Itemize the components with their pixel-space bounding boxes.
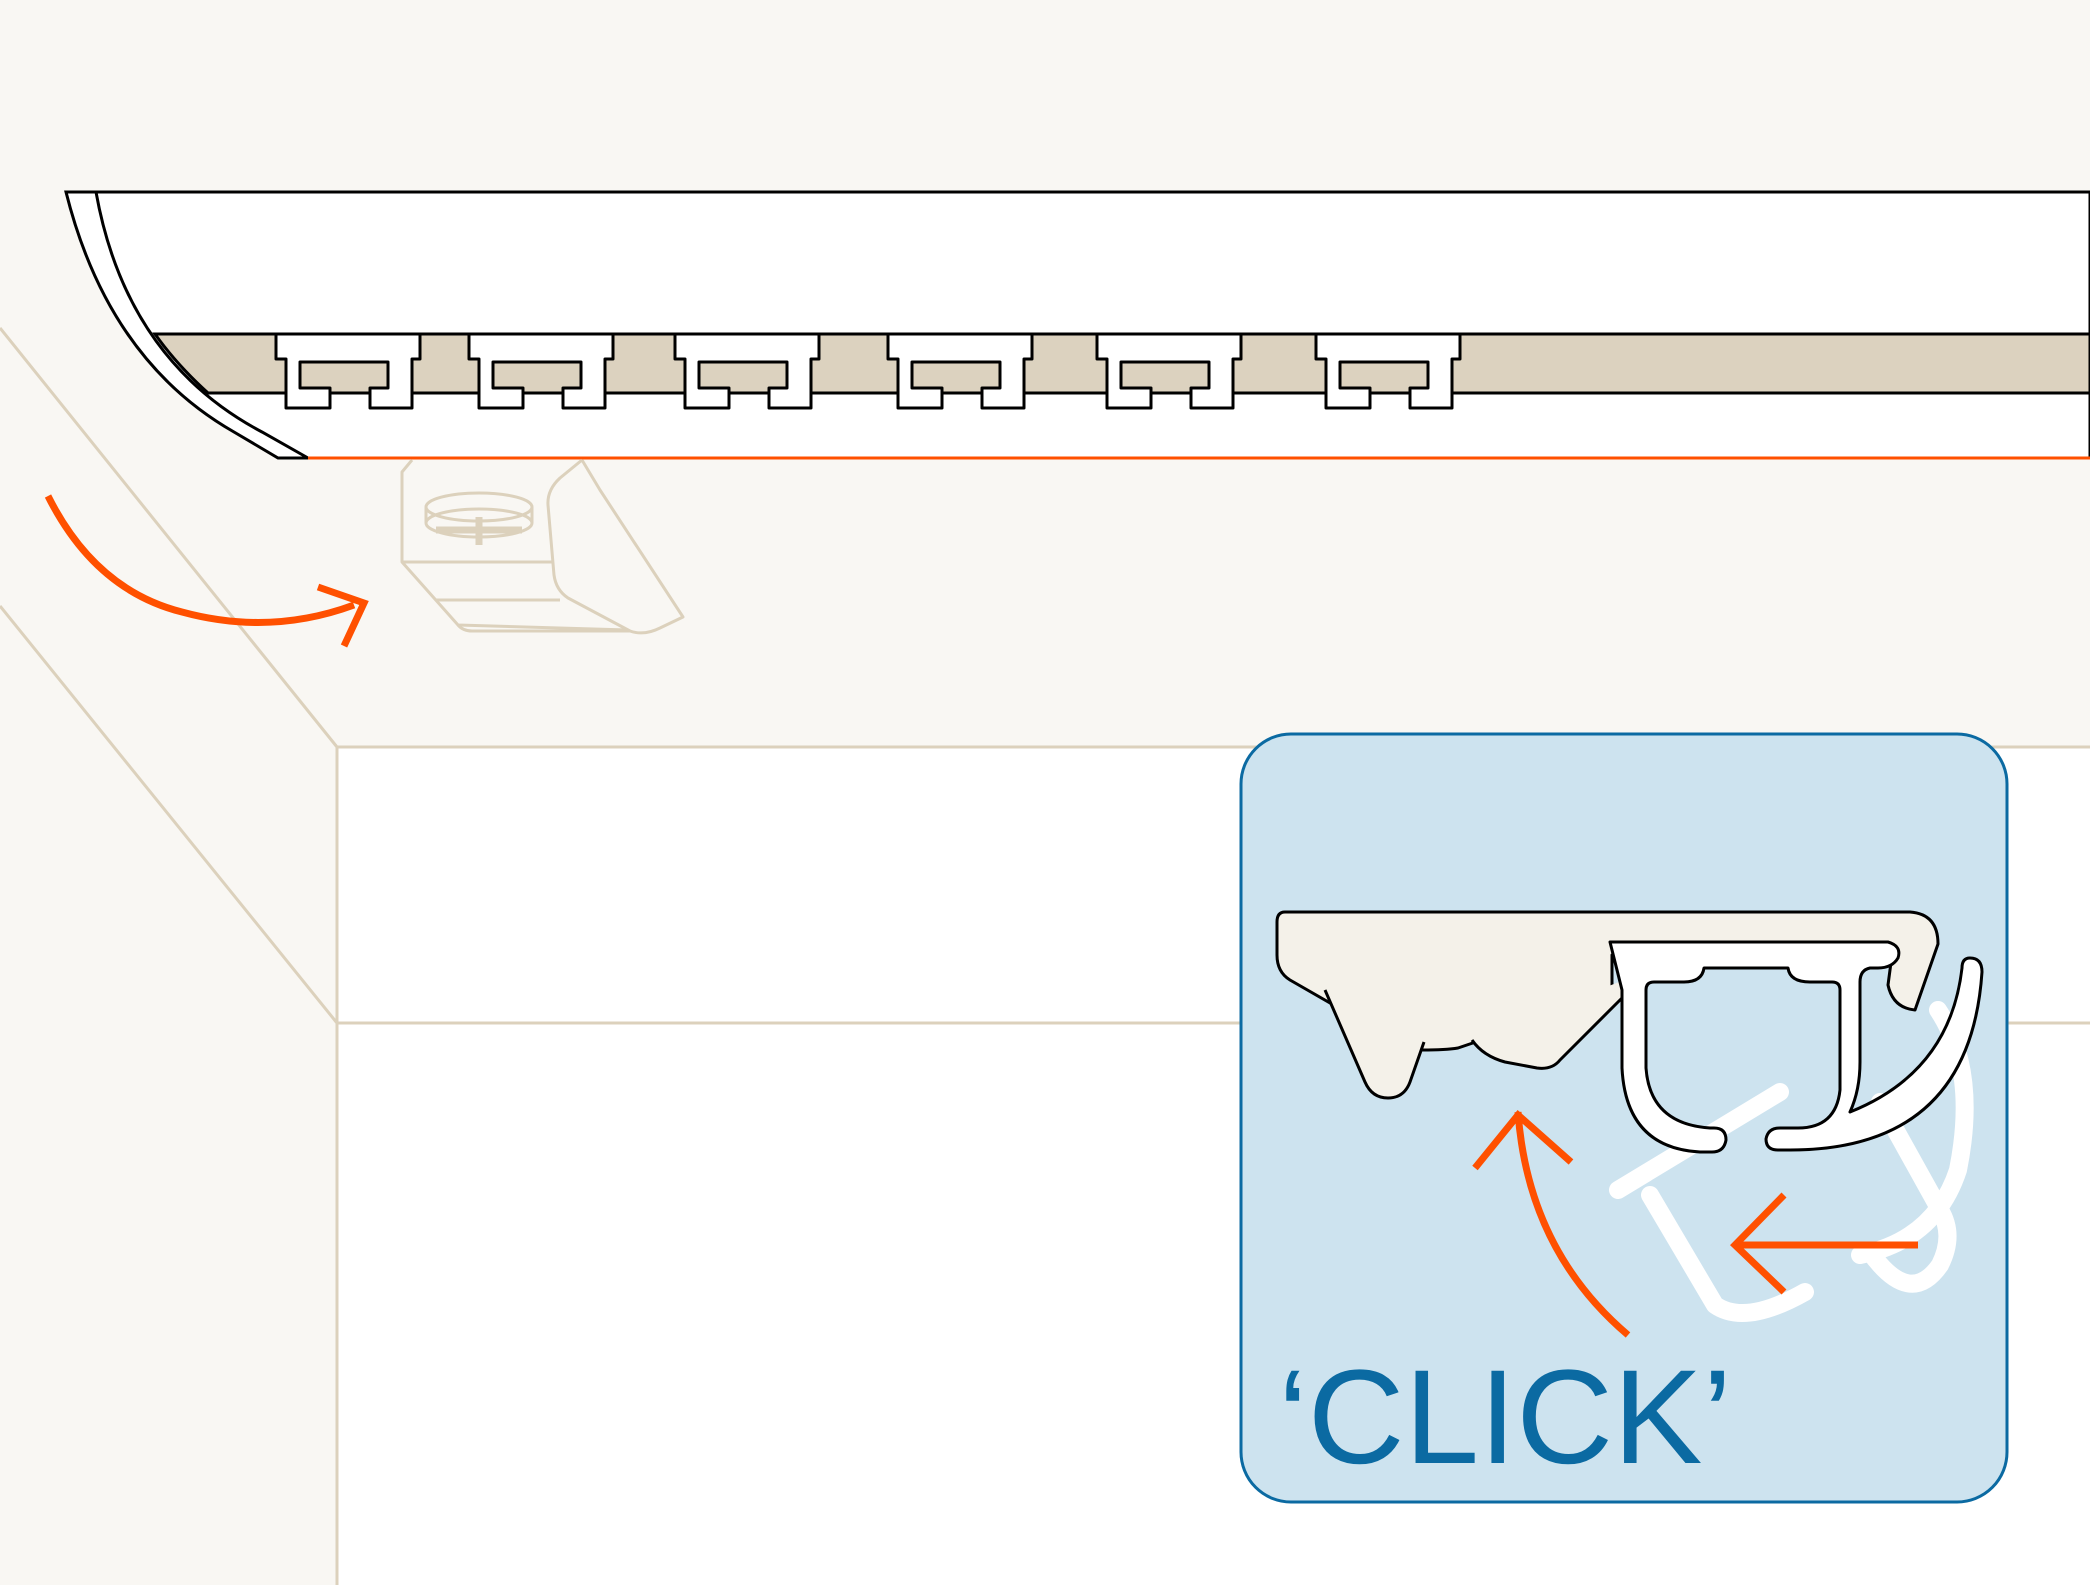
click-label: ‘CLICK’ [1278, 1343, 1733, 1492]
left-arrow-icon [1730, 1192, 1918, 1295]
up-arrow-icon [1472, 1109, 1631, 1338]
glider [467, 332, 615, 410]
glider [274, 332, 422, 410]
curtain-rail [64, 190, 2090, 460]
rail-end-bend [94, 191, 309, 460]
rail-gliders [274, 332, 1462, 410]
glider [1095, 332, 1243, 410]
detail-callout [1239, 732, 2009, 1504]
screw-head-icon [424, 491, 534, 545]
ceiling-bracket [400, 458, 685, 635]
rail-body [64, 190, 2090, 460]
curve-arrow-icon [44, 494, 369, 648]
glider [886, 332, 1034, 410]
glider [673, 332, 821, 410]
glider [1314, 332, 1462, 410]
rail-profile [1608, 940, 1984, 1154]
bracket-tooth [1323, 989, 1426, 1100]
